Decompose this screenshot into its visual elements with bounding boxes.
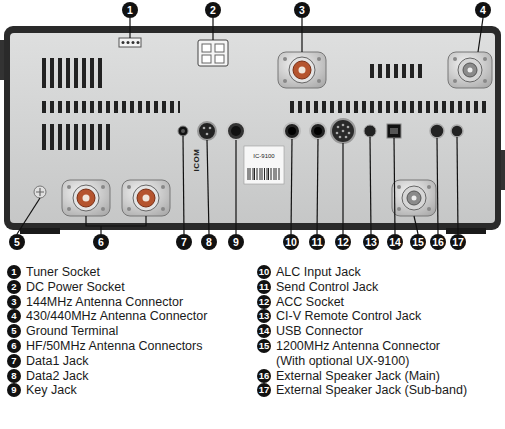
- part-name: External Speaker Jack (Sub-band): [276, 382, 467, 398]
- callout-number: 3: [7, 295, 21, 309]
- callout-number: 12: [257, 295, 271, 309]
- callout-number: 11: [257, 280, 271, 294]
- callout-number: 11: [309, 234, 325, 250]
- callout-number: 5: [9, 234, 25, 250]
- callout-number: 4: [7, 309, 21, 323]
- callout-number: 16: [257, 369, 271, 383]
- callout-number: 6: [7, 339, 21, 353]
- callout-number: 6: [93, 234, 109, 250]
- part-name: External Speaker Jack (Main): [276, 368, 440, 384]
- callout-number: 17: [257, 383, 271, 397]
- callout-number: 1: [7, 265, 21, 279]
- callout-number: 10: [257, 265, 271, 279]
- part-name: Tuner Socket: [26, 264, 100, 280]
- part-name: Data1 Jack: [26, 353, 89, 369]
- part-name: (With optional UX-9100): [276, 353, 409, 369]
- part-name: USB Connector: [276, 323, 363, 339]
- callout-number: 2: [7, 280, 21, 294]
- callout-number: 14: [387, 234, 403, 250]
- callout-number: 13: [363, 234, 379, 250]
- callout-number: 9: [228, 234, 244, 250]
- callout-number: 16: [430, 234, 446, 250]
- part-name: Ground Terminal: [26, 323, 118, 339]
- callout-number: 15: [257, 339, 271, 353]
- part-name: ACC Socket: [276, 294, 344, 310]
- callout-number: 13: [257, 309, 271, 323]
- callout-number: 7: [7, 354, 21, 368]
- part-name: Key Jack: [26, 382, 77, 398]
- part-name: HF/50MHz Antenna Connectors: [26, 338, 202, 354]
- callout-number: 14: [257, 324, 271, 338]
- part-name: 430/440MHz Antenna Connector: [26, 308, 207, 324]
- callout-number: 8: [201, 234, 217, 250]
- callout-number: 1: [122, 2, 138, 18]
- part-name: DC Power Socket: [26, 279, 125, 295]
- callout-number: 9: [7, 383, 21, 397]
- part-name: ALC Input Jack: [276, 264, 361, 280]
- part-name: Data2 Jack: [26, 368, 89, 384]
- part-name: 1200MHz Antenna Connector: [276, 338, 440, 354]
- callout-number: 15: [410, 234, 426, 250]
- part-name: Send Control Jack: [276, 279, 378, 295]
- part-name: CI-V Remote Control Jack: [276, 308, 421, 324]
- callout-number: 17: [450, 234, 466, 250]
- callout-number: 8: [7, 369, 21, 383]
- callout-number: 5: [7, 324, 21, 338]
- callout-number: 2: [205, 2, 221, 18]
- brand-logo: ICOM: [192, 149, 201, 172]
- callout-number: 10: [283, 234, 299, 250]
- callout-number: 4: [475, 2, 491, 18]
- callout-number: 7: [176, 234, 192, 250]
- callout-number: 12: [335, 234, 351, 250]
- part-name: 144MHz Antenna Connector: [26, 294, 183, 310]
- callout-number: 3: [294, 2, 310, 18]
- model-label: IC-9100: [253, 153, 274, 159]
